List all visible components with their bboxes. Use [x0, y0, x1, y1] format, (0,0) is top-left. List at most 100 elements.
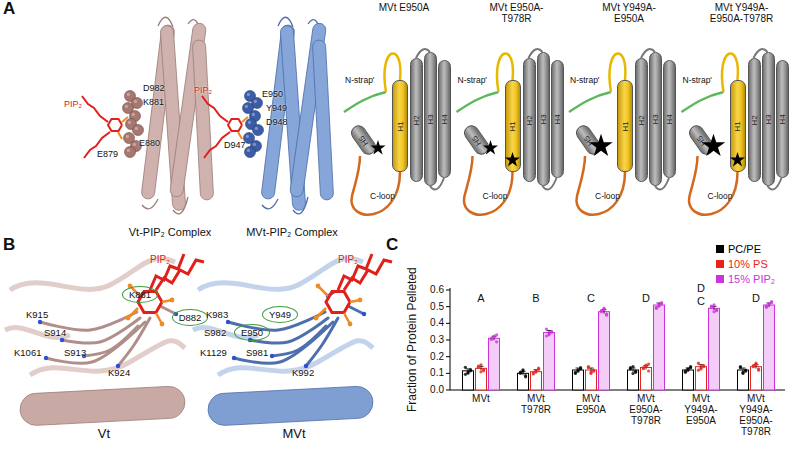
- ligand-label: PIP₂: [194, 86, 212, 96]
- data-point: [479, 363, 482, 366]
- data-point: [532, 372, 535, 375]
- nitrogen-atom: [226, 320, 230, 324]
- residue-highlight: D882: [172, 309, 208, 326]
- bar: [709, 308, 720, 390]
- n-strap-line: [682, 92, 724, 112]
- data-point: [657, 305, 660, 308]
- mutant-header: MVt Y949A-E950A: [590, 2, 668, 24]
- node-label: H5: [694, 133, 707, 147]
- significance-letter: B: [529, 292, 543, 304]
- sphere-highlight: [252, 113, 255, 116]
- bar-chart: [446, 288, 785, 390]
- sphere-highlight: [133, 143, 136, 146]
- helix-cylinder: [207, 386, 373, 427]
- data-point: [767, 303, 770, 306]
- node-label: H3: [538, 114, 547, 124]
- mutation-star: [370, 140, 385, 154]
- data-point: [710, 306, 713, 309]
- node-label: H5: [582, 133, 595, 147]
- sphere-highlight: [127, 149, 130, 152]
- data-point: [482, 369, 485, 372]
- sphere-highlight: [246, 135, 249, 138]
- tick-label: 0.5: [420, 301, 444, 312]
- topology-cartoon: [344, 49, 444, 215]
- segment-label: C-loop: [595, 192, 620, 201]
- helix-cylinder: H5: [348, 123, 379, 158]
- data-point: [605, 314, 608, 317]
- bar: [599, 312, 610, 390]
- data-point: [492, 336, 495, 339]
- residue-label: K1129: [200, 348, 227, 358]
- data-point: [699, 367, 702, 370]
- legend-text: 10% PS: [728, 258, 768, 270]
- sphere-highlight: [253, 143, 256, 146]
- loop-coil: [262, 199, 278, 209]
- data-point: [684, 371, 687, 374]
- helix-cylinder: H2: [523, 58, 536, 182]
- helix-cylinder: [312, 40, 333, 200]
- data-point: [534, 370, 537, 373]
- node-label: Y949: [269, 309, 291, 320]
- data-point: [770, 301, 773, 304]
- pip2-ring: [326, 292, 350, 313]
- axis-tick: [446, 373, 450, 374]
- node-label: K881: [129, 289, 151, 300]
- data-point: [644, 365, 647, 368]
- category-label: MVt Y949A-E950A-T978R: [734, 393, 778, 437]
- residue-label: E950: [262, 90, 283, 100]
- data-point: [697, 362, 700, 365]
- segment-label: N-strap': [683, 76, 713, 85]
- bar: [764, 305, 775, 390]
- data-point: [589, 372, 592, 375]
- significance-letter: C: [694, 295, 708, 307]
- data-point: [655, 307, 658, 310]
- segment-label: N-strap': [570, 76, 600, 85]
- protein-structure: [82, 17, 214, 214]
- data-point: [521, 369, 524, 372]
- residue-label: S982: [204, 328, 226, 338]
- residue-highlight: E950: [234, 324, 270, 341]
- bar: [463, 371, 474, 390]
- residue-label: D947: [224, 141, 246, 151]
- residue-label: Y949: [266, 104, 287, 114]
- residue-highlight: Y949: [262, 306, 298, 323]
- axis-tick: [446, 390, 450, 391]
- data-point: [631, 365, 634, 368]
- legend-swatch: [716, 275, 724, 283]
- data-point: [550, 331, 553, 334]
- node-label: H4: [777, 114, 786, 124]
- legend-entry: PC/PE: [716, 243, 761, 255]
- residue-label: K992: [292, 368, 314, 378]
- node-label: H5: [469, 133, 482, 147]
- data-point: [576, 370, 579, 373]
- residue-label: S981: [246, 348, 268, 358]
- data-point: [592, 370, 595, 373]
- mutant-header: MVt Y949A-E950A-T978R: [703, 2, 781, 24]
- ribbon: [30, 341, 185, 375]
- nitrogen-atom: [60, 338, 64, 342]
- error-bar: [714, 306, 715, 310]
- data-point: [587, 366, 590, 369]
- phosphate-atom: [126, 316, 131, 321]
- node-label: H3: [763, 114, 772, 124]
- data-point: [464, 366, 467, 369]
- segment-label: C-loop: [370, 192, 395, 201]
- node-label: H3: [651, 114, 660, 124]
- data-point: [702, 365, 705, 368]
- legend-text: PC/PE: [728, 243, 761, 255]
- sphere-highlight: [132, 113, 135, 116]
- ligand-label: PIP₂: [150, 254, 170, 265]
- helix-cylinder: H5: [573, 123, 604, 158]
- data-point: [466, 372, 469, 375]
- error-bar: [633, 368, 634, 372]
- node-label: H1: [395, 121, 404, 131]
- topology-cartoon: [457, 49, 557, 215]
- nitrogen-atom: [270, 354, 274, 358]
- phosphate-atom: [348, 322, 353, 327]
- significance-letter: D: [749, 292, 763, 304]
- axis-tick: [446, 323, 450, 324]
- axis-tick: [446, 290, 450, 291]
- data-point: [712, 303, 715, 306]
- node-label: H1: [620, 121, 629, 131]
